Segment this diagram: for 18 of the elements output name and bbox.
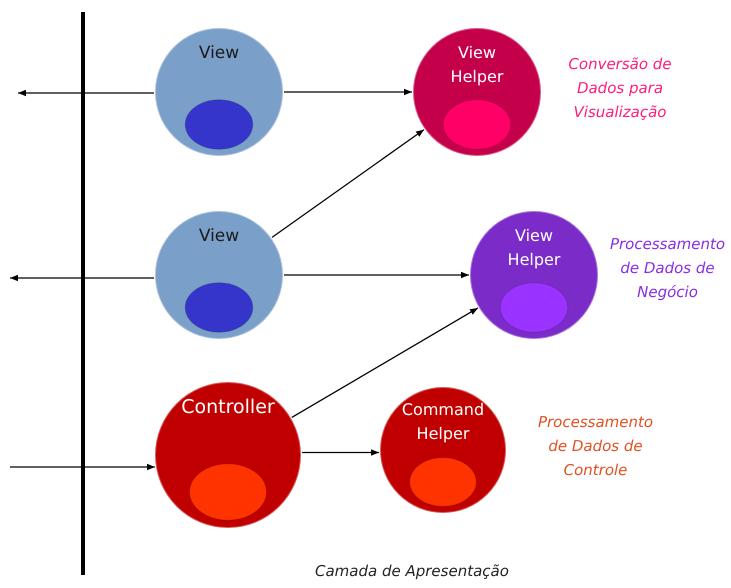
node-label: View Helper [450,42,504,88]
arrow [18,90,154,96]
arrow [10,274,154,282]
node-caption: Processamento de Dados de Controle [536,412,654,481]
node-caption: Processamento de Dados de Negócio [608,234,726,303]
node-label: View Helper [506,225,562,271]
arrow [284,88,412,96]
arrow [10,464,155,470]
arrow [284,272,469,278]
node-label: Command Helper [400,399,486,445]
node-label: View [198,42,240,65]
node-label: Controller [180,395,276,419]
layer-label: Camada de Apresentação [315,562,509,580]
arrow [272,129,424,238]
node-label: View [198,225,240,248]
node-caption: Conversão de Dados para Visualização [567,54,673,123]
arrow [291,307,478,418]
arrow [302,449,380,456]
